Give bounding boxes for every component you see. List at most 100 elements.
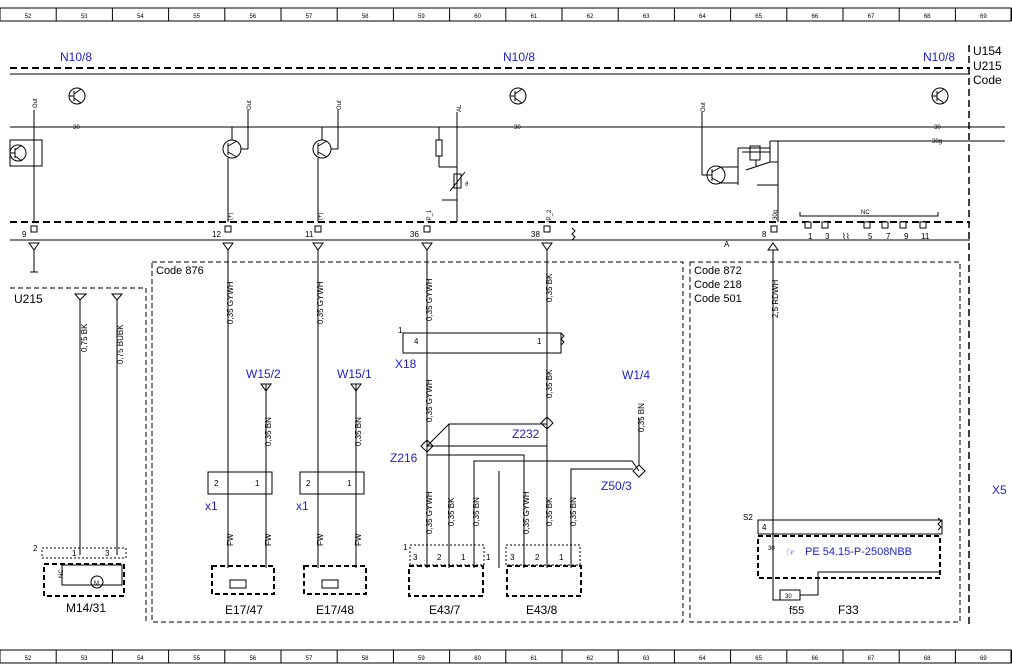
ruler-column-label: 57 [306, 14, 313, 20]
s2-pin-30: 30 [768, 546, 775, 552]
side-label-u154: U154 [973, 44, 1002, 58]
pin-tag-ip-2: IP_2 [547, 209, 553, 222]
ruler-column-label: 61 [530, 656, 537, 662]
output-stage-e17-47 [222, 110, 249, 222]
component-e43-8: E43/8 [526, 603, 558, 617]
m14-nc: NC [59, 569, 65, 578]
m14-pin-3: 3 [105, 549, 110, 558]
nc-pin-7: 7 [886, 232, 891, 241]
component-f55: f55 [789, 605, 804, 617]
component-e43-7: E43/7 [429, 603, 461, 617]
component-f33: F33 [838, 603, 859, 617]
bus-30-label-mid: 30 [514, 125, 521, 131]
plug-symbols [28, 227, 779, 273]
pin-tag-plus-2: (+) [318, 212, 324, 220]
pin-tag-ip-1: IP_1 [427, 209, 433, 222]
nc-pin-1: 1 [808, 232, 813, 241]
e43-7-pin-1c: 1 [486, 553, 491, 562]
transistor-icon [68, 87, 86, 105]
pin-tag-30g: 30g [773, 210, 779, 220]
x18-pin-4: 4 [414, 337, 419, 346]
ruler-column-label: 66 [811, 656, 818, 662]
wire-fw-4: FW [354, 533, 363, 546]
ref-x18: X18 [395, 357, 417, 371]
e17-48-circuit [299, 250, 367, 595]
ruler-column-label: 67 [868, 656, 875, 662]
e43-7-pin-1b: 1 [461, 553, 466, 562]
pin-tag-out-2: Out [247, 100, 253, 110]
e17-47-pin-2: 2 [214, 479, 219, 488]
module-label-n10-8-mid: N10/8 [503, 50, 535, 64]
relay-output-stage [701, 112, 779, 222]
wire-035-bn-a: 0,35 BN [264, 417, 273, 446]
ref-w1-4: W1/4 [622, 368, 650, 382]
pointing-hand-icon[interactable]: ☞ [786, 547, 796, 559]
wire-fw-1: FW [226, 533, 235, 546]
ruler-column-label: 53 [81, 656, 88, 662]
ruler-column-label: 62 [587, 14, 594, 20]
wire-035-gywh-b: 0,35 GYWH [316, 281, 325, 324]
pin-number-38: 38 [531, 230, 540, 239]
ruler-column-label: 66 [811, 14, 818, 20]
ruler-column-label: 56 [249, 656, 256, 662]
pin-number-36: 36 [410, 230, 419, 239]
fuse-30-label: 30 [785, 594, 792, 600]
bus-30g-label: 30g [932, 139, 942, 145]
wire-035-bn-b: 0,35 BN [354, 417, 363, 446]
ruler-column-label: 58 [362, 14, 369, 20]
ruler-column-label: 67 [868, 14, 875, 20]
pin-number-12: 12 [212, 230, 221, 239]
ruler-column-label: 56 [249, 14, 256, 20]
code-501-label: Code 501 [694, 293, 742, 305]
m14-pin-2: 2 [33, 544, 38, 553]
motor-circuit [41, 293, 127, 597]
e43-8-pin-3: 3 [510, 553, 515, 562]
ruler-column-label: 62 [587, 656, 594, 662]
code-boxes [10, 261, 961, 623]
component-e17-48: E17/48 [316, 603, 354, 617]
ruler-column-label: 59 [418, 14, 425, 20]
ruler-column-label: 54 [137, 14, 144, 20]
x18-pin-1b: 1 [537, 337, 542, 346]
pin-number-8: 8 [762, 230, 767, 239]
ref-x1-b: x1 [296, 499, 309, 513]
theta-icon: ϑ [465, 182, 469, 188]
e17-48-pin-1: 1 [347, 479, 352, 488]
pe-reference-link[interactable]: PE 54.15-P-2508NBB [805, 546, 912, 558]
wire-035-gywh-c: 0,35 GYWH [425, 278, 434, 321]
component-e17-47: E17/47 [225, 603, 263, 617]
motor-icon: M [94, 581, 99, 587]
x18-pin-1: 1 [398, 326, 403, 335]
ref-z50-3: Z50/3 [601, 479, 632, 493]
e17-47-circuit [207, 250, 275, 595]
ruler-column-label: 60 [474, 14, 481, 20]
output-stage-left [9, 110, 43, 222]
e43-8-pin-2: 2 [535, 553, 540, 562]
e43-8-wire-gywh: 0,35 GYWH [522, 491, 531, 534]
wire-25-rdwh: 2,5 RDWH [771, 280, 780, 318]
pin-number-11: 11 [305, 230, 314, 239]
ruler-column-label: 68 [924, 14, 931, 20]
module-boundaries [10, 45, 970, 625]
ruler-column-label: 55 [193, 656, 200, 662]
wire-075-bk: 0,75 BK [80, 323, 89, 352]
e43-7-pin-3: 3 [413, 553, 418, 562]
ruler-column-label: 60 [474, 656, 481, 662]
ref-x1-a: x1 [205, 499, 218, 513]
ruler-column-label: 52 [25, 656, 32, 662]
code-218-label: Code 218 [694, 279, 742, 291]
e43-7-pin-2: 2 [437, 553, 442, 562]
connector-strip [30, 225, 778, 233]
e17-48-pin-2: 2 [306, 479, 311, 488]
ruler-column-label: 65 [755, 14, 762, 20]
component-m14-31: M14/31 [66, 601, 106, 615]
side-label-code: Code [973, 73, 1002, 87]
ruler-column-label: 64 [699, 14, 706, 20]
module-label-n10-8-right: N10/8 [923, 50, 955, 64]
nc-pin-11: 11 [921, 232, 930, 241]
module-label-x5-partial: X5 [992, 483, 1007, 497]
ruler-column-label: 52 [25, 14, 32, 20]
wire-035-gywh-a: 0,35 GYWH [226, 281, 235, 324]
transistor-icon [931, 87, 949, 105]
